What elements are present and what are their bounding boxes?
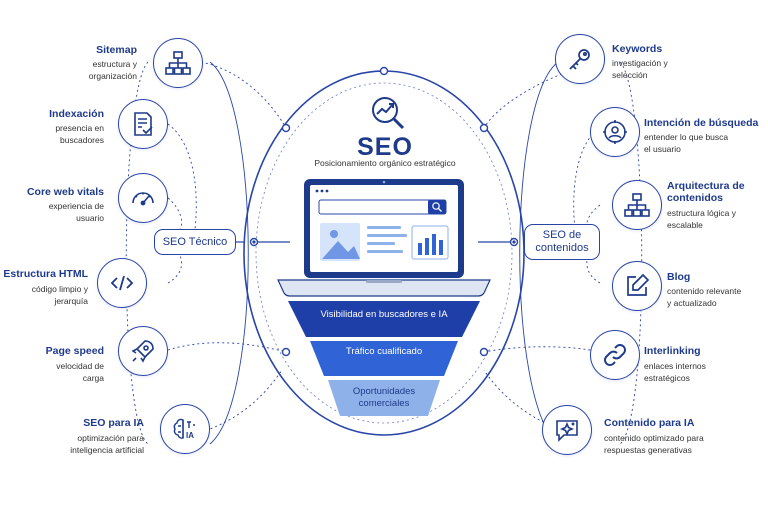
item-title-intencion: Intención de búsqueda (644, 117, 759, 129)
item-desc-core-web-vitals: experiencia de usuario (48, 201, 104, 223)
item-title-arquitectura: Arquitectura de contenidos (667, 180, 745, 204)
center-title: SEO (357, 133, 413, 161)
funnel-level-2: Tráfico cualificado (345, 346, 423, 357)
item-title-interlinking: Interlinking (644, 345, 701, 357)
item-desc-estructura-html: código limpio y jerarquía (31, 284, 88, 306)
item-title-core-web-vitals: Core web vitals (26, 186, 104, 198)
hub-seo-tecnico: SEO Técnico (154, 229, 236, 255)
sitemap-icon (153, 38, 203, 88)
link-icon (590, 330, 640, 380)
item-title-page-speed: Page speed (45, 345, 104, 357)
key-icon (555, 34, 605, 84)
item-desc-seo-ia: optimización para inteligencia artificia… (70, 433, 144, 455)
item-desc-arquitectura: estructura lógica y escalable (667, 208, 736, 230)
item-title-keywords: Keywords (612, 43, 663, 55)
ai-chat-icon (542, 405, 592, 455)
item-title-seo-ia: SEO para IA (83, 417, 144, 429)
item-desc-blog: contenido relevante y actualizado (667, 286, 742, 308)
document-check-icon (118, 99, 168, 149)
hierarchy-icon (612, 180, 662, 230)
code-icon (97, 258, 147, 308)
laptop-illustration (277, 179, 491, 297)
item-desc-sitemap: estructura y organización (88, 59, 137, 81)
svg-text:IA: IA (186, 431, 194, 440)
speedometer-icon (118, 173, 168, 223)
item-desc-keywords: investigación y selección (612, 58, 668, 80)
funnel-graphic (288, 301, 480, 416)
item-title-sitemap: Sitemap (96, 44, 137, 56)
item-desc-contenido-ia: contenido optimizado para respuestas gen… (604, 433, 704, 455)
ai-brain-icon: IA (160, 404, 210, 454)
funnel-level-3: Oportunidades comerciales (352, 386, 416, 409)
center-subtitle: Posicionamiento orgánico estratégico (314, 158, 456, 168)
rocket-icon (118, 326, 168, 376)
item-title-blog: Blog (667, 271, 691, 283)
edit-icon (612, 261, 662, 311)
item-desc-intencion: entender lo que busca el usuario (644, 132, 729, 154)
seo-chart-magnifier-icon (372, 97, 405, 130)
funnel-level-1: Visibilidad en buscadores e IA (320, 309, 448, 320)
item-title-estructura-html: Estructura HTML (3, 268, 88, 280)
item-title-contenido-ia: Contenido para IA (604, 417, 695, 429)
item-title-indexacion: Indexación (49, 108, 104, 120)
item-desc-indexacion: presencia en buscadores (55, 123, 104, 145)
item-desc-interlinking: enlaces internos estratégicos (644, 361, 706, 383)
item-desc-page-speed: velocidad de carga (56, 361, 104, 383)
user-target-icon (590, 107, 640, 157)
hub-seo-contenidos: SEO de contenidos (524, 224, 600, 260)
